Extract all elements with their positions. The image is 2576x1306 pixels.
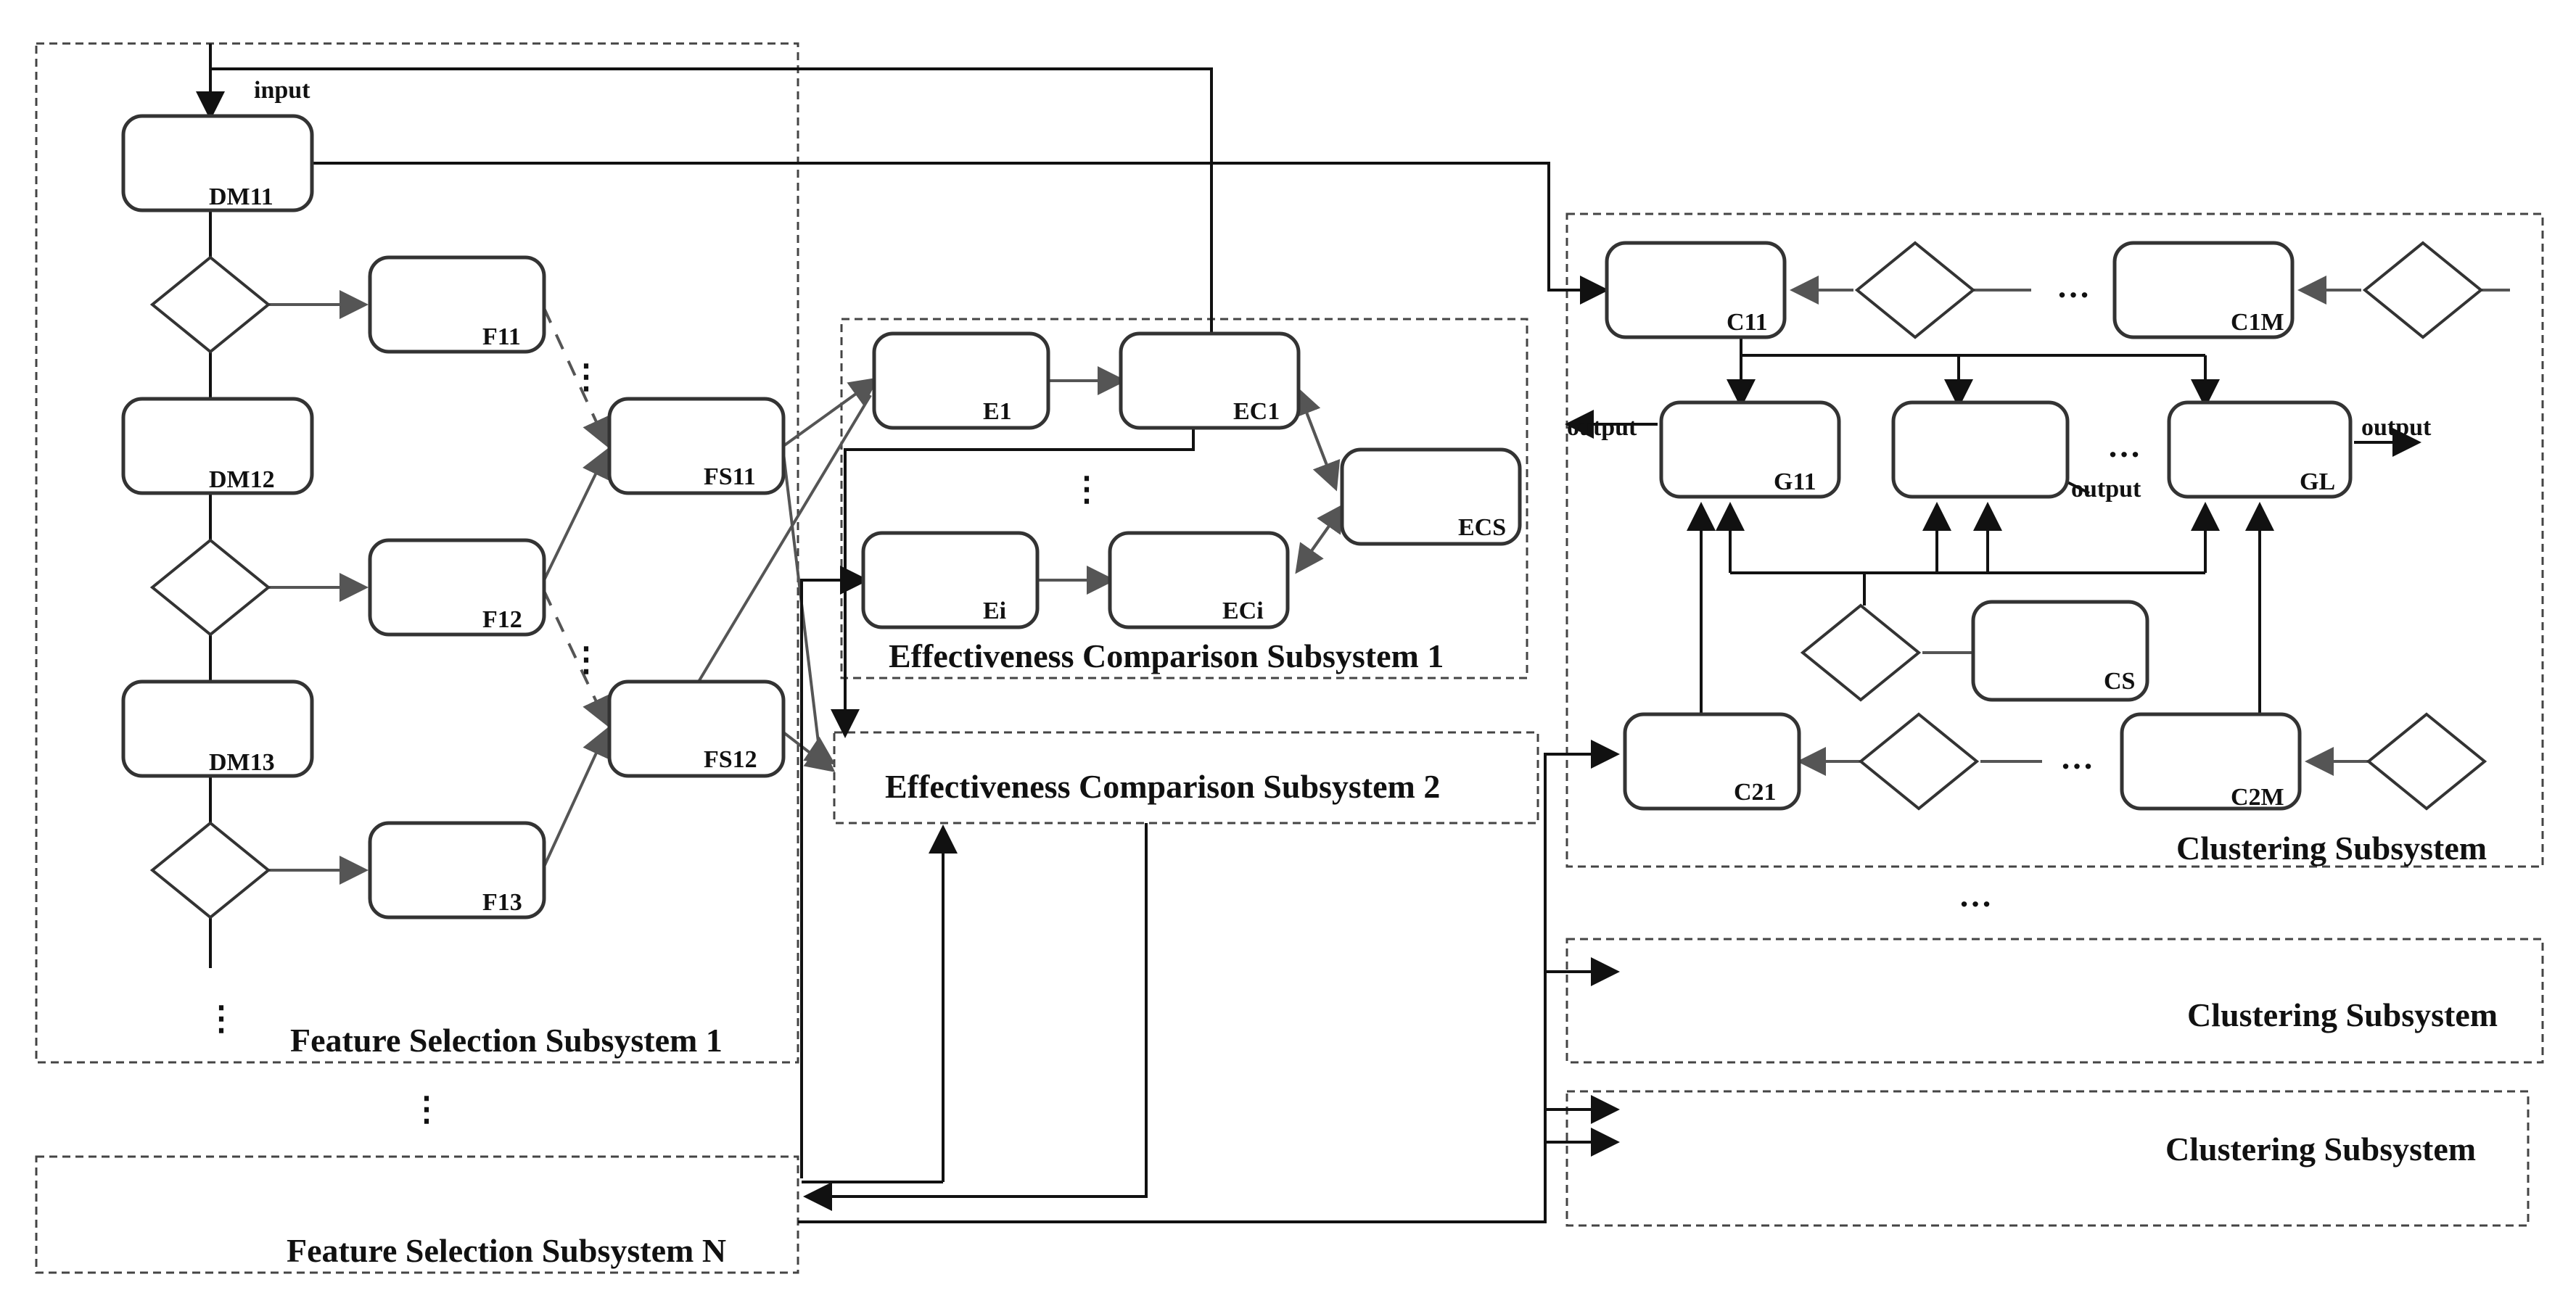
f12-to-fs12 [543, 590, 609, 727]
eci-label: ECi [1222, 598, 1264, 624]
c1m-label: C1M [2231, 309, 2284, 336]
fs11-label: FS11 [704, 463, 756, 490]
c2m-diamond [2366, 712, 2487, 811]
dm12-label: DM12 [209, 466, 275, 493]
c21-diamond [1858, 712, 1980, 811]
c2m-box [2120, 712, 2302, 811]
cs-box [1971, 600, 2149, 702]
c21-label: C21 [1734, 779, 1777, 806]
clustering-subsystem-3-title: Clustering Subsystem [2165, 1131, 2476, 1167]
ec1-to-ecs [1297, 391, 1341, 492]
output-mid-label: output [2071, 476, 2141, 503]
c11-box [1605, 241, 1787, 339]
ellipsis-e-chain: ⋮ [1070, 471, 1103, 508]
dm13-box [121, 679, 314, 778]
f12-to-fs11 [543, 447, 609, 581]
fs11-to-e1 [782, 377, 879, 447]
decision-diamond-2 [149, 538, 271, 637]
fs12-box [607, 679, 786, 778]
dm12-box [121, 397, 314, 495]
c21-box [1623, 712, 1801, 811]
fsn-to-c21 [798, 740, 1620, 1223]
f12-label: F12 [482, 606, 522, 633]
gmid-output [2067, 481, 2090, 495]
feature-selection-subsystem-1-title: Feature Selection Subsystem 1 [290, 1022, 723, 1059]
fs12-to-e1 [695, 394, 872, 687]
ecs-box [1340, 447, 1522, 546]
ellipsis-g-row: … [2107, 427, 2141, 464]
g-middle-box [1891, 400, 2070, 499]
ellipsis-fs-subsystems: ⋮ [410, 1091, 443, 1128]
ei-box [861, 531, 1040, 629]
dm11-label: DM11 [209, 183, 273, 210]
feature-selection-subsystem-n-title: Feature Selection Subsystem N [287, 1232, 726, 1269]
fsn-to-ei [800, 566, 869, 1178]
feature-selection-subsystem-n-frame [35, 1155, 799, 1274]
ecs-label: ECS [1458, 514, 1506, 541]
dm13-label: DM13 [209, 749, 275, 776]
effectiveness-comparison-subsystem-2-title: Effectiveness Comparison Subsystem 2 [885, 768, 1440, 805]
g11-label: G11 [1774, 468, 1816, 495]
f12-box [368, 538, 546, 637]
clustering-subsystem-1-frame [1565, 212, 2544, 868]
decision-diamond-3 [149, 821, 271, 919]
f13-label: F13 [482, 889, 522, 916]
ec1-to-ec2 [831, 428, 1195, 738]
f11-to-fs11 [543, 307, 609, 448]
ellipsis-c1-row: … [2057, 268, 2090, 305]
clustering-subsystem-2-frame [1565, 938, 2544, 1064]
ellipsis-c2-row: … [2060, 739, 2094, 776]
eci-to-ecs [1297, 503, 1346, 571]
c2m-label: C2M [2231, 784, 2284, 811]
effectiveness-comparison-subsystem-2-frame [833, 731, 1539, 824]
effectiveness-comparison-subsystem-1-frame [840, 318, 1528, 679]
e1-label: E1 [983, 398, 1012, 425]
c1m-box [2112, 241, 2295, 339]
fs12-label: FS12 [704, 746, 757, 773]
g11-box [1659, 400, 1841, 499]
ellipsis-f11-fs11: ⋮ [569, 358, 603, 395]
clustering-subsystem-2-title: Clustering Subsystem [2187, 996, 2498, 1033]
ellipsis-clustering-subsystems: … [1959, 877, 1992, 914]
c11-diamond [1854, 241, 1976, 339]
c1m-diamond [2362, 241, 2484, 339]
gl-label: GL [2300, 468, 2335, 495]
effectiveness-comparison-subsystem-1-title: Effectiveness Comparison Subsystem 1 [889, 637, 1444, 674]
fs12-to-ec2 [782, 731, 836, 772]
feature-selection-subsystem-1-frame [35, 42, 799, 1064]
ec1-box [1119, 331, 1301, 430]
dm11-to-c11-line [312, 162, 1609, 305]
fs11-box [607, 397, 786, 495]
f13-box [368, 821, 546, 919]
gl-box [2167, 400, 2353, 499]
ec1-feedback-line [210, 67, 1213, 334]
f11-box [368, 255, 546, 354]
dm11-box [121, 114, 314, 212]
ei-label: Ei [983, 598, 1006, 624]
decision-diamond-1 [149, 255, 271, 354]
cs-diamond [1800, 603, 1922, 702]
c11-label: C11 [1727, 309, 1768, 336]
ellipsis-dm-chain: ⋮ [205, 1000, 238, 1037]
eci-box [1108, 531, 1290, 629]
output-left-label: output [1567, 414, 1637, 441]
f13-to-fs12 [543, 727, 609, 867]
input-label: input [254, 77, 310, 104]
ec2-to-fsn [803, 823, 1148, 1211]
clustering-subsystem-1-title: Clustering Subsystem [2176, 830, 2487, 867]
output-right-label: output [2361, 414, 2432, 441]
ec1-label: EC1 [1233, 398, 1280, 425]
e1-box [872, 331, 1050, 430]
ellipsis-f12-fs12: ⋮ [569, 641, 603, 678]
cs-label: CS [2104, 668, 2135, 695]
f11-label: F11 [482, 323, 521, 350]
